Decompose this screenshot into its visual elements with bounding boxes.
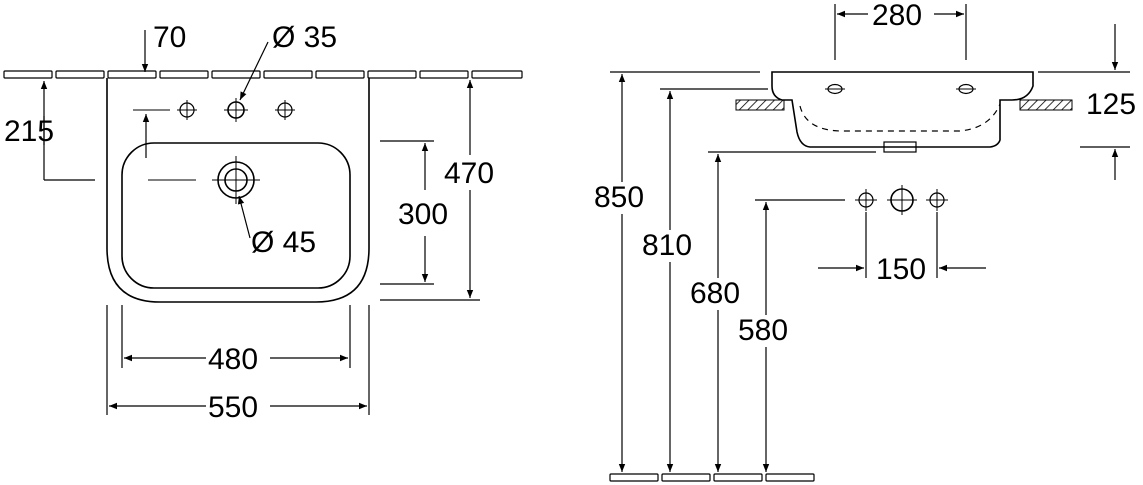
- waste-outlet: [883, 141, 917, 153]
- side-view: 280 125 850 810 680 580: [594, 0, 1136, 482]
- dim-total-width: 550: [208, 391, 258, 424]
- wall-tiles: [3, 70, 523, 79]
- dim-tap-hole-diameter: Ø 35: [272, 21, 337, 54]
- supply-right: [926, 189, 948, 211]
- fixing-hole-right: [956, 83, 976, 95]
- dim-wall-offset: 70: [153, 21, 186, 54]
- front-view: 70 Ø 35 215 Ø 45 300 470 480: [3, 21, 523, 424]
- floor-tiles: [609, 473, 815, 482]
- dim-supply-spacing: 150: [876, 253, 926, 286]
- dim-wall-line-height: 810: [642, 229, 692, 262]
- tap-hole-center: [224, 98, 248, 122]
- basin-profile: [771, 71, 1034, 148]
- dim-bowl-width: 480: [208, 343, 258, 376]
- bowl-outline: [121, 142, 351, 289]
- dim-total-depth: 470: [444, 157, 494, 190]
- dim-overflow-height: 215: [4, 115, 54, 148]
- tap-hole-left: [177, 100, 197, 120]
- fixing-hole-left: [825, 83, 845, 95]
- supply-left: [855, 189, 877, 211]
- dim-waste-height: 680: [690, 277, 740, 310]
- counter-right: [1019, 99, 1073, 111]
- basin-outline: [106, 78, 370, 303]
- supply-center: [887, 185, 917, 215]
- dim-drain-diameter: Ø 45: [251, 226, 316, 259]
- dim-supply-height: 580: [738, 314, 788, 347]
- tap-hole-right: [275, 100, 295, 120]
- counter-left: [735, 99, 785, 111]
- dim-bowl-depth: 300: [398, 198, 448, 231]
- dim-rim-height: 850: [594, 181, 644, 214]
- drain-hole: [212, 156, 260, 204]
- bowl-inner-line: [799, 103, 1001, 132]
- dim-fixing-distance: 280: [872, 0, 922, 32]
- dim-basin-height: 125: [1086, 88, 1136, 121]
